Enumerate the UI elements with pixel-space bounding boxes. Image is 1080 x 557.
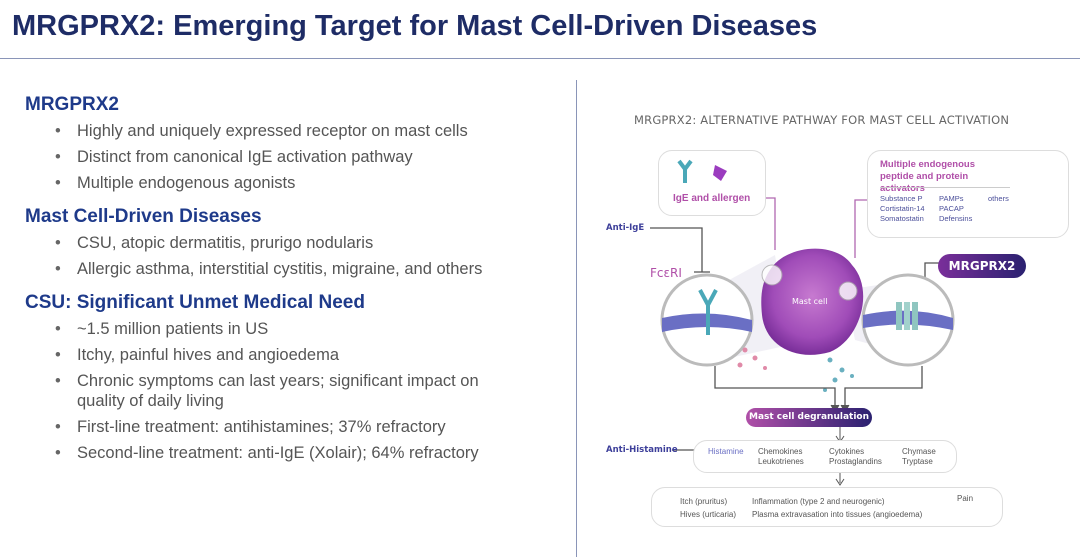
ige-allergen-label: IgE and allergen	[673, 193, 751, 204]
bullet: Distinct from canonical IgE activation p…	[55, 144, 565, 170]
left-column: MRGPRX2 Highly and uniquely expressed re…	[25, 92, 565, 474]
activators-title: Multiple endogenous peptide and protein …	[880, 159, 975, 194]
diagram-title: MRGPRX2: ALTERNATIVE PATHWAY FOR MAST CE…	[634, 113, 1010, 127]
bullet: ~1.5 million patients in US	[55, 316, 565, 342]
anti-ige-inhibit-line	[650, 227, 710, 273]
bullet: Multiple endogenous agonists	[55, 170, 565, 196]
section-csu: CSU: Significant Unmet Medical Need ~1.5…	[25, 290, 565, 466]
section-heading: CSU: Significant Unmet Medical Need	[25, 292, 365, 313]
bullet: Chronic symptoms can last years; signifi…	[55, 368, 507, 414]
column-divider	[576, 80, 577, 557]
mast-cell-icon	[761, 248, 864, 355]
arrow-activators	[854, 199, 870, 258]
fceri-label: FcεRI	[650, 266, 682, 280]
anti-histamine-label: Anti-Histamine	[606, 445, 678, 455]
degranulation-pill: Mast cell degranulation	[746, 408, 872, 427]
mast-cell-label: Mast cell	[792, 297, 828, 306]
activators-others: others	[988, 194, 1009, 203]
section-heading: MRGPRX2	[25, 94, 119, 115]
section-diseases: Mast Cell-Driven Diseases CSU, atopic de…	[25, 204, 565, 282]
bullet: Itchy, painful hives and angioedema	[55, 342, 565, 368]
bullet: First-line treatment: antihistamines; 37…	[55, 414, 565, 440]
mediator-histamine: Histamine	[708, 447, 744, 456]
bullet: Allergic asthma, interstitial cystitis, …	[55, 256, 565, 282]
bullet: Highly and uniquely expressed receptor o…	[55, 118, 565, 144]
ige-allergen-box: IgE and allergen	[658, 150, 766, 216]
bullet: CSU, atopic dermatitis, prurigo nodulari…	[55, 230, 565, 256]
diagram-graphics	[650, 180, 1060, 486]
section-mrgprx2: MRGPRX2 Highly and uniquely expressed re…	[25, 92, 565, 196]
mrgprx2-badge: MRGPRX2	[938, 254, 1026, 278]
effects-col: Itch (pruritus)Hives (urticaria)	[680, 497, 737, 519]
effect-pain: Pain	[957, 494, 974, 503]
slide-title: MRGPRX2: Emerging Target for Mast Cell-D…	[12, 10, 818, 42]
ige-antibody-icon	[677, 159, 727, 183]
activators-box: Multiple endogenous peptide and protein …	[867, 150, 1069, 238]
anti-ige-label: Anti-IgE	[606, 223, 645, 233]
title-divider	[0, 58, 1080, 59]
bullet: Second-line treatment: anti-IgE (Xolair)…	[55, 440, 565, 466]
effects-col: Inflammation (type 2 and neurogenic)Plas…	[752, 497, 923, 519]
section-heading: Mast Cell-Driven Diseases	[25, 206, 262, 227]
effects-box: Itch (pruritus)Hives (urticaria) Inflamm…	[651, 487, 1003, 527]
